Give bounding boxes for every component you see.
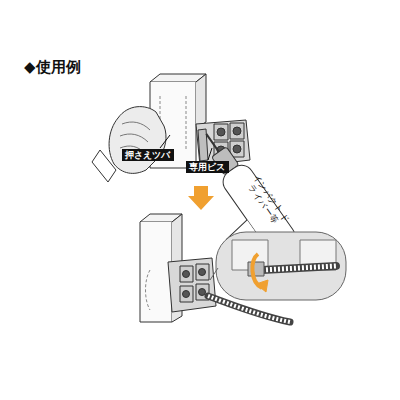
down-arrow — [188, 186, 214, 210]
part-label: 押さえツバ — [125, 150, 171, 160]
part-tag: 専用ビス — [186, 161, 229, 173]
title: ◆使用例 — [24, 58, 81, 77]
part-tag: 押さえツバ — [122, 149, 174, 161]
part-label: 専用ビス — [189, 162, 226, 172]
